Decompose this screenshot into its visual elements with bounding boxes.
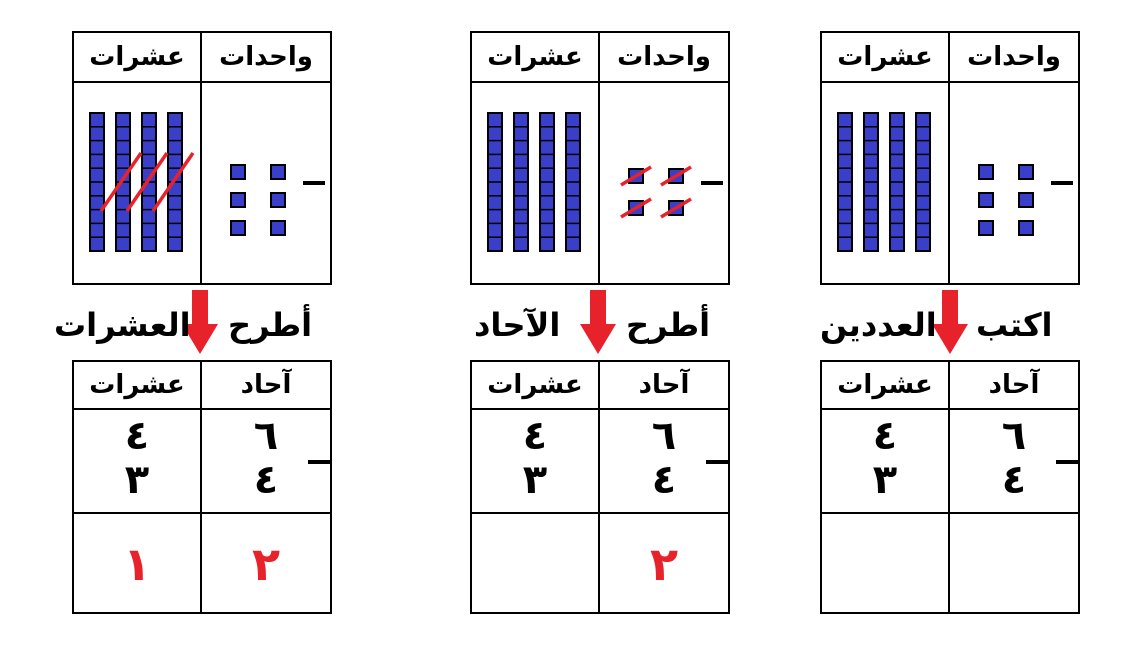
blocks-tens-label: عشرات xyxy=(837,42,933,72)
table-ones-header: آحاد xyxy=(988,370,1040,400)
blocks-header xyxy=(472,33,728,83)
result-tens: ١ xyxy=(122,537,152,591)
subtraction-table: عشرات آحاد ٤ ٣ ٦ ٤ ٢ xyxy=(470,360,730,614)
minuend-tens: ٤ xyxy=(124,413,150,459)
panel-write-numbers: عشرات واحدات العددين اكتب عشرات آحاد ٤ ٣… xyxy=(820,0,1090,654)
instruction-object: العشرات xyxy=(54,306,191,344)
minuend-ones: ٦ xyxy=(1001,413,1027,459)
unit-cube xyxy=(1018,220,1034,236)
subtrahend-ones: ٤ xyxy=(1001,457,1027,503)
blocks-divider xyxy=(948,33,950,283)
tens-cross-out-slash xyxy=(151,152,195,212)
ten-rod xyxy=(915,112,931,252)
down-arrow-icon xyxy=(932,290,968,354)
minus-sign-blocks xyxy=(303,181,325,185)
unit-cube xyxy=(978,192,994,208)
minus-sign xyxy=(308,460,330,464)
subtraction-table: عشرات آحاد ٤ ٣ ٦ ٤ xyxy=(820,360,1080,614)
unit-cube xyxy=(1018,192,1034,208)
minus-sign-blocks xyxy=(701,181,723,185)
unit-cube xyxy=(230,192,246,208)
subtrahend-ones: ٤ xyxy=(651,457,677,503)
blocks-drawing xyxy=(837,112,1073,252)
instruction-object: الآحاد xyxy=(474,306,561,344)
minuend-tens: ٤ xyxy=(522,413,548,459)
base-ten-blocks-box: عشرات واحدات xyxy=(470,31,730,285)
tens-cross-out-slash xyxy=(125,152,169,212)
blocks-ones-label: واحدات xyxy=(967,42,1061,72)
base-ten-blocks-box: عشرات واحدات xyxy=(72,31,332,285)
minuend-tens: ٤ xyxy=(872,413,898,459)
table-ones-header: آحاد xyxy=(240,370,292,400)
unit-cube xyxy=(1018,164,1034,180)
instruction-object: العددين xyxy=(820,306,937,344)
blocks-ones-label: واحدات xyxy=(617,42,711,72)
unit-cube xyxy=(230,220,246,236)
table-numbers-row xyxy=(74,410,330,514)
panel-subtract-ones: عشرات واحدات الآحاد أطرح عشرات آحاد ٤ ٣ … xyxy=(470,0,740,654)
instruction-verb: أطرح xyxy=(228,306,313,344)
ten-rod xyxy=(565,112,581,252)
unit-cube xyxy=(978,164,994,180)
ten-rod xyxy=(837,112,853,252)
unit-cube xyxy=(270,164,286,180)
unit-cross-out-slash xyxy=(620,165,652,187)
table-tens-header: عشرات xyxy=(487,370,583,400)
result-ones: ٢ xyxy=(649,537,679,591)
instruction-verb: أطرح xyxy=(626,306,711,344)
subtrahend-tens: ٣ xyxy=(872,457,898,503)
subtraction-table: عشرات آحاد ٤ ٣ ٦ ٤ ١ ٢ xyxy=(72,360,332,614)
ten-rod xyxy=(513,112,529,252)
ten-rod xyxy=(487,112,503,252)
panel-subtract-tens: عشرات واحدات العشرات أطرح عشرات آحاد ٤ ٣… xyxy=(54,0,342,654)
minus-sign-blocks xyxy=(1051,181,1073,185)
ten-rod xyxy=(89,112,105,252)
unit-cross-out-slash xyxy=(660,165,692,187)
down-arrow-icon xyxy=(182,290,218,354)
subtrahend-tens: ٣ xyxy=(124,457,150,503)
blocks-header xyxy=(74,33,330,83)
down-arrow-icon xyxy=(580,290,616,354)
table-numbers-row xyxy=(472,410,728,514)
minus-sign xyxy=(1056,460,1078,464)
blocks-divider xyxy=(598,33,600,283)
unit-cube xyxy=(978,220,994,236)
ten-rod xyxy=(889,112,905,252)
ten-rod xyxy=(863,112,879,252)
table-tens-header: عشرات xyxy=(89,370,185,400)
ten-rod xyxy=(539,112,555,252)
table-numbers-row xyxy=(822,410,1078,514)
table-header-row xyxy=(472,362,728,410)
blocks-tens-label: عشرات xyxy=(89,42,185,72)
table-divider xyxy=(598,362,600,612)
minuend-ones: ٦ xyxy=(253,413,279,459)
blocks-header xyxy=(822,33,1078,83)
unit-cross-out-slash xyxy=(620,197,652,219)
unit-cube xyxy=(270,220,286,236)
blocks-ones-label: واحدات xyxy=(219,42,313,72)
subtrahend-ones: ٤ xyxy=(253,457,279,503)
unit-cross-out-slash xyxy=(660,197,692,219)
unit-cube xyxy=(270,192,286,208)
result-ones: ٢ xyxy=(251,537,281,591)
blocks-drawing xyxy=(89,112,325,252)
table-header-row xyxy=(822,362,1078,410)
instruction-verb: اكتب xyxy=(976,306,1053,344)
table-header-row xyxy=(74,362,330,410)
table-tens-header: عشرات xyxy=(837,370,933,400)
blocks-divider xyxy=(200,33,202,283)
blocks-tens-label: عشرات xyxy=(487,42,583,72)
minuend-ones: ٦ xyxy=(651,413,677,459)
blocks-drawing xyxy=(487,112,723,252)
subtrahend-tens: ٣ xyxy=(522,457,548,503)
unit-cube xyxy=(230,164,246,180)
table-ones-header: آحاد xyxy=(638,370,690,400)
tens-cross-out-slash xyxy=(99,152,143,212)
table-divider xyxy=(200,362,202,612)
table-divider xyxy=(948,362,950,612)
minus-sign xyxy=(706,460,728,464)
base-ten-blocks-box: عشرات واحدات xyxy=(820,31,1080,285)
